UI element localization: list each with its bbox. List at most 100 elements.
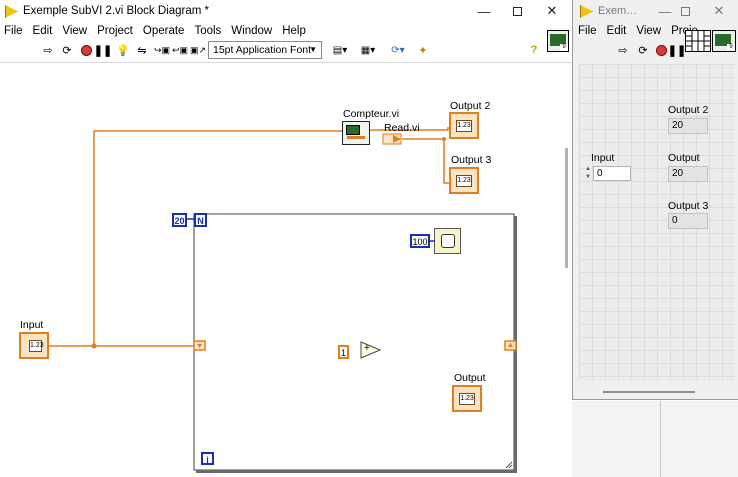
step-out-icon[interactable]: ▣↗ <box>189 44 207 55</box>
fp-scrollbar-vertical[interactable] <box>565 148 568 268</box>
context-help-icon[interactable]: ? <box>530 44 538 56</box>
menu-help[interactable]: Help <box>282 25 306 37</box>
menu-window[interactable]: Window <box>231 25 273 37</box>
fp-output-indicator: 20 <box>668 166 708 182</box>
distribute-objects-icon[interactable]: ▦▾ <box>360 44 376 56</box>
fp-abort-icon[interactable] <box>653 41 669 59</box>
fp-input-value: 0 <box>597 168 603 179</box>
minimize-button[interactable]: — <box>477 3 491 19</box>
align-objects-icon[interactable]: ▤▾ <box>332 44 348 56</box>
output2-label: Output 2 <box>450 100 491 112</box>
font-select[interactable]: 15pt Application Font ▼ <box>208 41 322 59</box>
output3-terminal[interactable]: 1.23 <box>449 167 479 194</box>
fp-vi-icon[interactable]: 9 <box>712 30 736 52</box>
constant-one-value: 1 <box>340 348 346 358</box>
fp-output3-indicator: 0 <box>668 213 708 229</box>
fp-output3-value: 0 <box>672 215 678 226</box>
output2-terminal-text: 1.23 <box>457 122 471 129</box>
diagram-canvas <box>48 127 517 473</box>
highlight-execution-icon[interactable]: 💡 <box>116 44 130 57</box>
fp-menu-bar: File Edit View Proje <box>578 25 708 37</box>
fp-output2-value: 20 <box>672 120 684 131</box>
fp-run-continuously-icon[interactable]: ⟳ <box>638 44 648 57</box>
clean-up-diagram-icon[interactable]: ✦ <box>418 44 428 57</box>
loop-n-text: N <box>197 216 204 226</box>
fp-menu-view[interactable]: View <box>636 25 662 37</box>
output-terminal[interactable]: 1.23 <box>452 385 482 412</box>
loop-count-terminal[interactable]: N <box>194 213 207 227</box>
fp-output-label: Output <box>668 152 700 164</box>
output-terminal-text: 1.23 <box>460 395 474 402</box>
menu-file[interactable]: File <box>4 25 23 37</box>
menu-bar: File Edit View Project Operate Tools Win… <box>4 25 316 41</box>
block-diagram-window: Exemple SubVI 2.vi Block Diagram * — ✕ F… <box>0 0 572 473</box>
fp-input-stepper[interactable]: ▲▼ <box>585 166 591 180</box>
chevron-down-icon: ▼ <box>309 45 317 54</box>
fp-output2-label: Output 2 <box>668 104 709 116</box>
fp-window-title: Exem… <box>598 5 638 17</box>
abort-icon[interactable] <box>78 41 94 59</box>
pause-icon[interactable]: ❚❚ <box>93 44 113 57</box>
loop-count-value: 20 <box>174 216 185 226</box>
output2-terminal[interactable]: 1.23 <box>449 112 479 139</box>
input-terminal[interactable]: 1.23 <box>19 332 49 359</box>
menu-operate[interactable]: Operate <box>142 25 185 37</box>
connector-pane-grid <box>686 31 710 51</box>
fp-menu-file[interactable]: File <box>578 25 597 37</box>
maximize-button[interactable] <box>500 0 534 22</box>
vi-icon[interactable]: 9 <box>547 30 569 52</box>
input-label: Input <box>20 319 44 331</box>
fp-close-button[interactable]: ✕ <box>713 3 725 18</box>
run-arrow-icon[interactable]: ⇨ <box>43 44 53 57</box>
read-vi-label: Read.vi <box>384 122 420 134</box>
desktop-divider <box>660 401 661 477</box>
output3-terminal-text: 1.23 <box>457 177 471 184</box>
fp-input-field[interactable]: 0 <box>593 166 631 181</box>
fp-title-bar: Exem… — ✕ <box>573 0 738 22</box>
loop-count-constant[interactable]: 20 <box>172 213 187 227</box>
window-title: Exemple SubVI 2.vi Block Diagram * <box>23 5 209 17</box>
fp-input-label: Input <box>591 152 615 164</box>
fp-run-arrow-icon[interactable]: ⇨ <box>618 44 628 57</box>
reorder-icon[interactable]: ⟳▾ <box>391 44 405 56</box>
fp-output2-indicator: 20 <box>668 118 708 134</box>
menu-project[interactable]: Project <box>97 25 133 37</box>
wait-ms-constant[interactable]: 100 <box>410 234 430 248</box>
step-over-icon[interactable]: ↩▣ <box>171 44 189 55</box>
font-select-value: 15pt Application Font <box>213 44 312 56</box>
wait-ms-node[interactable] <box>434 228 461 254</box>
output3-label: Output 3 <box>451 154 492 166</box>
desktop-background <box>572 401 738 477</box>
close-button[interactable]: ✕ <box>546 3 558 18</box>
step-into-icon[interactable]: ↪▣ <box>153 44 171 55</box>
fp-pause-icon[interactable]: ❚❚ <box>667 44 687 57</box>
for-loop-frame[interactable] <box>193 213 515 471</box>
connector-pane-icon[interactable] <box>685 30 711 52</box>
fp-panel-grid <box>579 64 735 380</box>
iteration-terminal[interactable]: i <box>201 452 214 465</box>
fp-menu-edit[interactable]: Edit <box>606 25 627 37</box>
front-panel-window: Exem… — ✕ File Edit View Proje ⇨ ⟳ ❚❚ 9 … <box>565 0 738 400</box>
retain-wire-values-icon[interactable]: ⇋ <box>137 44 147 57</box>
fp-maximize-button[interactable] <box>668 0 702 22</box>
fp-output-value: 20 <box>672 168 684 179</box>
fp-minimize-button[interactable]: — <box>658 3 672 19</box>
compteur-subvi-node[interactable] <box>342 121 370 145</box>
constant-one[interactable]: 1 <box>338 345 349 359</box>
wait-wire <box>429 240 435 242</box>
menu-tools[interactable]: Tools <box>194 25 222 37</box>
menu-view[interactable]: View <box>62 25 88 37</box>
add-node[interactable] <box>360 341 382 359</box>
menu-edit[interactable]: Edit <box>32 25 53 37</box>
subvi-label: Compteur.vi <box>343 108 400 120</box>
run-continuously-icon[interactable]: ⟳ <box>62 44 72 57</box>
fp-output3-label: Output 3 <box>668 200 709 212</box>
title-bar: Exemple SubVI 2.vi Block Diagram * — ✕ <box>0 0 572 22</box>
fp-scrollbar-horizontal[interactable] <box>603 391 695 393</box>
toolbar-divider <box>0 62 572 63</box>
output-label: Output <box>454 372 486 384</box>
wait-ms-value: 100 <box>412 237 428 247</box>
input-terminal-text: 1.23 <box>30 342 44 349</box>
add-symbol: + <box>364 343 370 354</box>
clock-icon <box>441 234 455 248</box>
